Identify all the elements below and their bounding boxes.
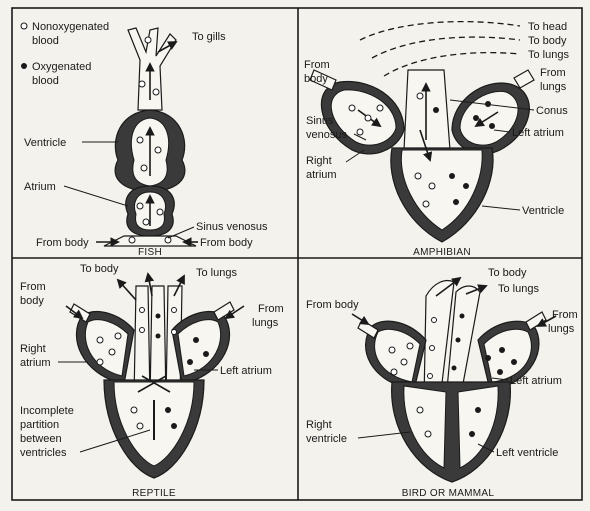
amphibian-left-atrium-label: Left atrium — [512, 127, 564, 139]
reptile-to-body-label: To body — [80, 263, 119, 275]
bird-lung-inlet — [526, 312, 546, 330]
amphibian-right-atrium-label-2: atrium — [306, 169, 337, 181]
legend-oxygenated-label: Oxygenated — [32, 61, 91, 73]
fish-atrium-label: Atrium — [24, 181, 56, 193]
amphibian-from-lungs-label: From — [540, 67, 566, 79]
amphibian-ventricle-leader — [482, 206, 520, 210]
bird-from-body-arrow — [352, 314, 368, 324]
legend-open-circle-icon — [21, 23, 27, 29]
reptile-left-atrium-label: Left atrium — [220, 365, 272, 377]
amphibian-ventricle-label: Ventricle — [522, 205, 564, 217]
fish-ventricle-label: Ventricle — [24, 137, 66, 149]
reptile-right-atrium-label: Right — [20, 343, 46, 355]
amphibian-sinus-label: Sinus — [306, 115, 334, 127]
amphibian-conus — [404, 70, 450, 150]
legend-nonoxygenated-label: Nonoxygenated — [32, 21, 109, 33]
fish-sinus-leader — [168, 227, 194, 238]
bird-to-body-label: To body — [488, 267, 527, 279]
reptile-to-body-arrow-1 — [118, 280, 136, 300]
reptile-partition-label: Incomplete — [20, 405, 74, 417]
amphibian-from-lungs-label-2: lungs — [540, 81, 567, 93]
fish-sinus-venosus-label: Sinus venosus — [196, 221, 268, 233]
reptile-caption: REPTILE — [132, 488, 176, 499]
amphibian-sinus-label-2: venosus — [306, 129, 347, 141]
amphibian-heart: To head To body To lungs From body From … — [304, 21, 569, 258]
fish-gill-vessels — [128, 28, 176, 110]
fish-atrium-leader — [64, 186, 128, 206]
amphibian-conus-label: Conus — [536, 105, 568, 117]
legend-filled-circle-icon — [21, 63, 27, 69]
legend-oxygenated-label-2: blood — [32, 75, 59, 87]
amphibian-to-lungs-label: To lungs — [528, 49, 569, 61]
bird-left-ventricle-label: Left ventricle — [496, 447, 558, 459]
reptile-right-atrium-label-2: atrium — [20, 357, 51, 369]
reptile-from-lungs-label: From — [258, 303, 284, 315]
amphibian-vessel-arc-3 — [384, 53, 520, 76]
bird-mammal-heart: To body To lungs From body From lungs Le… — [306, 267, 578, 499]
reptile-from-body-label: From — [20, 281, 46, 293]
amphibian-from-body-label-2: body — [304, 73, 328, 85]
amphibian-caption: AMPHIBIAN — [413, 247, 471, 258]
amphibian-vessel-arc-1 — [360, 22, 520, 40]
bird-left-atrium-label: Left atrium — [510, 375, 562, 387]
bird-right-ventricle-label-2: ventricle — [306, 433, 347, 445]
bird-right-ventricle-label: Right — [306, 419, 332, 431]
reptile-to-lungs-label: To lungs — [196, 267, 237, 279]
legend-nonoxygenated-label-2: blood — [32, 35, 59, 47]
reptile-heart: To body To lungs From body From lungs Ri… — [20, 263, 284, 499]
reptile-partition-label-3: between — [20, 433, 62, 445]
bird-to-lungs-label: To lungs — [498, 283, 539, 295]
reptile-from-lungs-label-2: lungs — [252, 317, 279, 329]
reptile-from-body-label-2: body — [20, 295, 44, 307]
fish-from-body-right-label: From body — [200, 237, 253, 249]
amphibian-from-body-label: From — [304, 59, 330, 71]
amphibian-to-body-label: To body — [528, 35, 567, 47]
amphibian-right-atrium-label: Right — [306, 155, 332, 167]
bird-from-lungs-label-2: lungs — [548, 323, 575, 335]
fish-caption: FISH — [138, 247, 162, 258]
bird-caption: BIRD OR MAMMAL — [402, 488, 495, 499]
bird-from-body-label: From body — [306, 299, 359, 311]
amphibian-vessel-arc-2 — [372, 37, 520, 58]
fish-to-gills-label: To gills — [192, 31, 226, 43]
bird-from-lungs-label: From — [552, 309, 578, 321]
reptile-partition-label-2: partition — [20, 419, 59, 431]
legend: Nonoxygenated blood Oxygenated blood — [21, 21, 109, 87]
reptile-partition-label-4: ventricles — [20, 447, 67, 459]
amphibian-to-head-label: To head — [528, 21, 567, 33]
amphibian-lung-inlet — [514, 70, 534, 88]
fish-from-body-left-label: From body — [36, 237, 89, 249]
fish-sinus-venosus — [104, 236, 196, 246]
